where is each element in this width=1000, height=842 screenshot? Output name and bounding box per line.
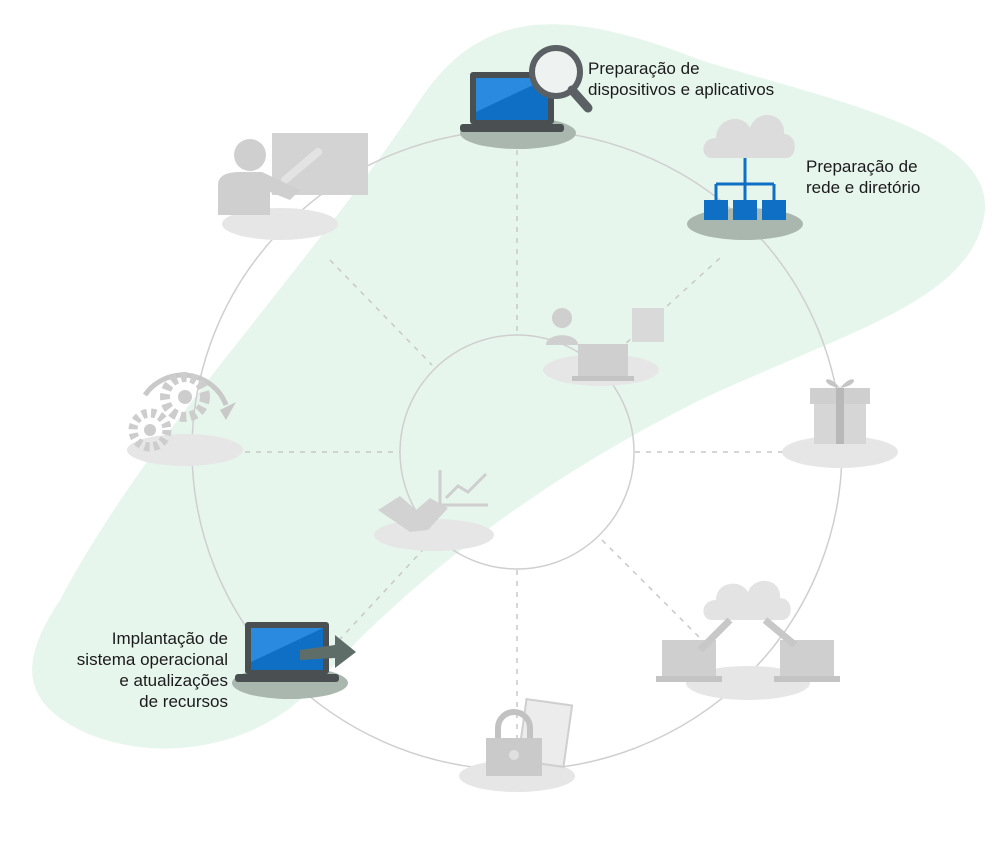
presenter-board-icon — [218, 133, 368, 240]
handshake-chart-icon — [374, 470, 494, 551]
user-laptop-strategy-icon — [543, 308, 664, 386]
spokes — [245, 150, 790, 760]
cloud-network-icon — [687, 115, 803, 240]
gift-icon — [782, 379, 898, 468]
label-devices-apps: Preparação de dispositivos e aplicativos — [588, 59, 775, 99]
laptop-magnifier-icon — [460, 45, 593, 149]
lock-document-icon — [459, 697, 575, 792]
laptop-arrow-icon — [232, 622, 356, 699]
laptops-cloud-sync-icon — [656, 580, 840, 700]
label-network-directory: Preparação de rede e diretório — [806, 157, 921, 197]
gears-cycle-icon — [127, 372, 243, 466]
label-os-deployment: Implantação de sistema operacional e atu… — [76, 629, 228, 711]
